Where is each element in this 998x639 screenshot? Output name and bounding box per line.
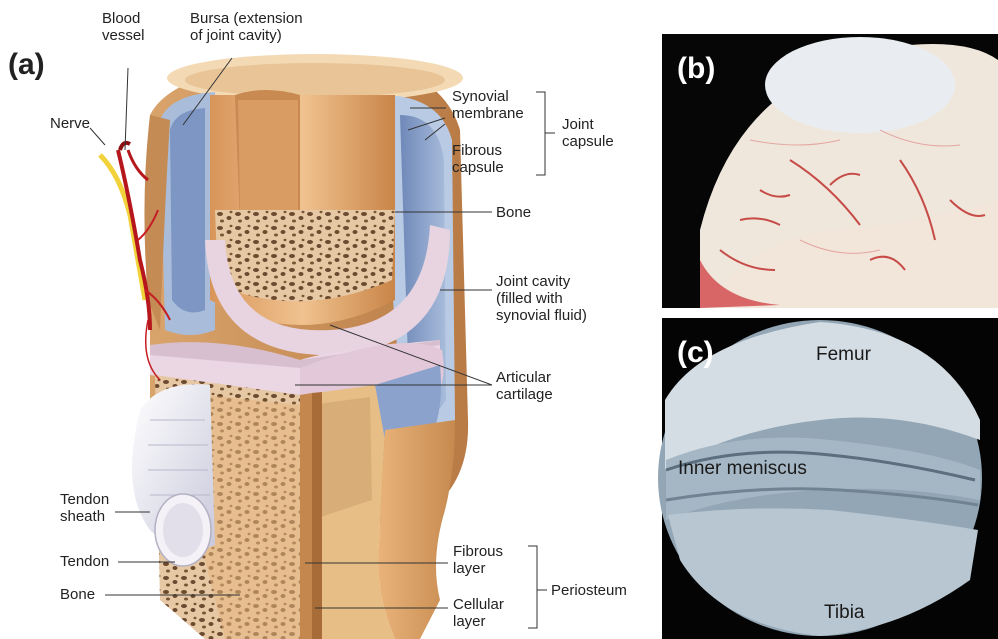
- label-periosteum: Periosteum: [551, 582, 627, 599]
- label-inner-meniscus: Inner meniscus: [678, 458, 807, 480]
- label-tibia: Tibia: [824, 602, 864, 624]
- joint-cavity-left: [170, 108, 205, 312]
- periosteum-fibrous-layer: [300, 393, 312, 639]
- panel-label-c: (c): [677, 336, 714, 370]
- label-bone-lower: Bone: [60, 586, 95, 603]
- panel-label-b: (b): [677, 52, 715, 86]
- label-tendon: Tendon: [60, 553, 109, 570]
- label-bone-upper: Bone: [496, 204, 531, 221]
- panel-label-a: (a): [8, 48, 45, 82]
- label-nerve: Nerve: [50, 115, 90, 132]
- femur-spongy-bone: [215, 210, 395, 301]
- periosteum-cellular-layer: [312, 392, 322, 639]
- label-femur: Femur: [816, 344, 871, 366]
